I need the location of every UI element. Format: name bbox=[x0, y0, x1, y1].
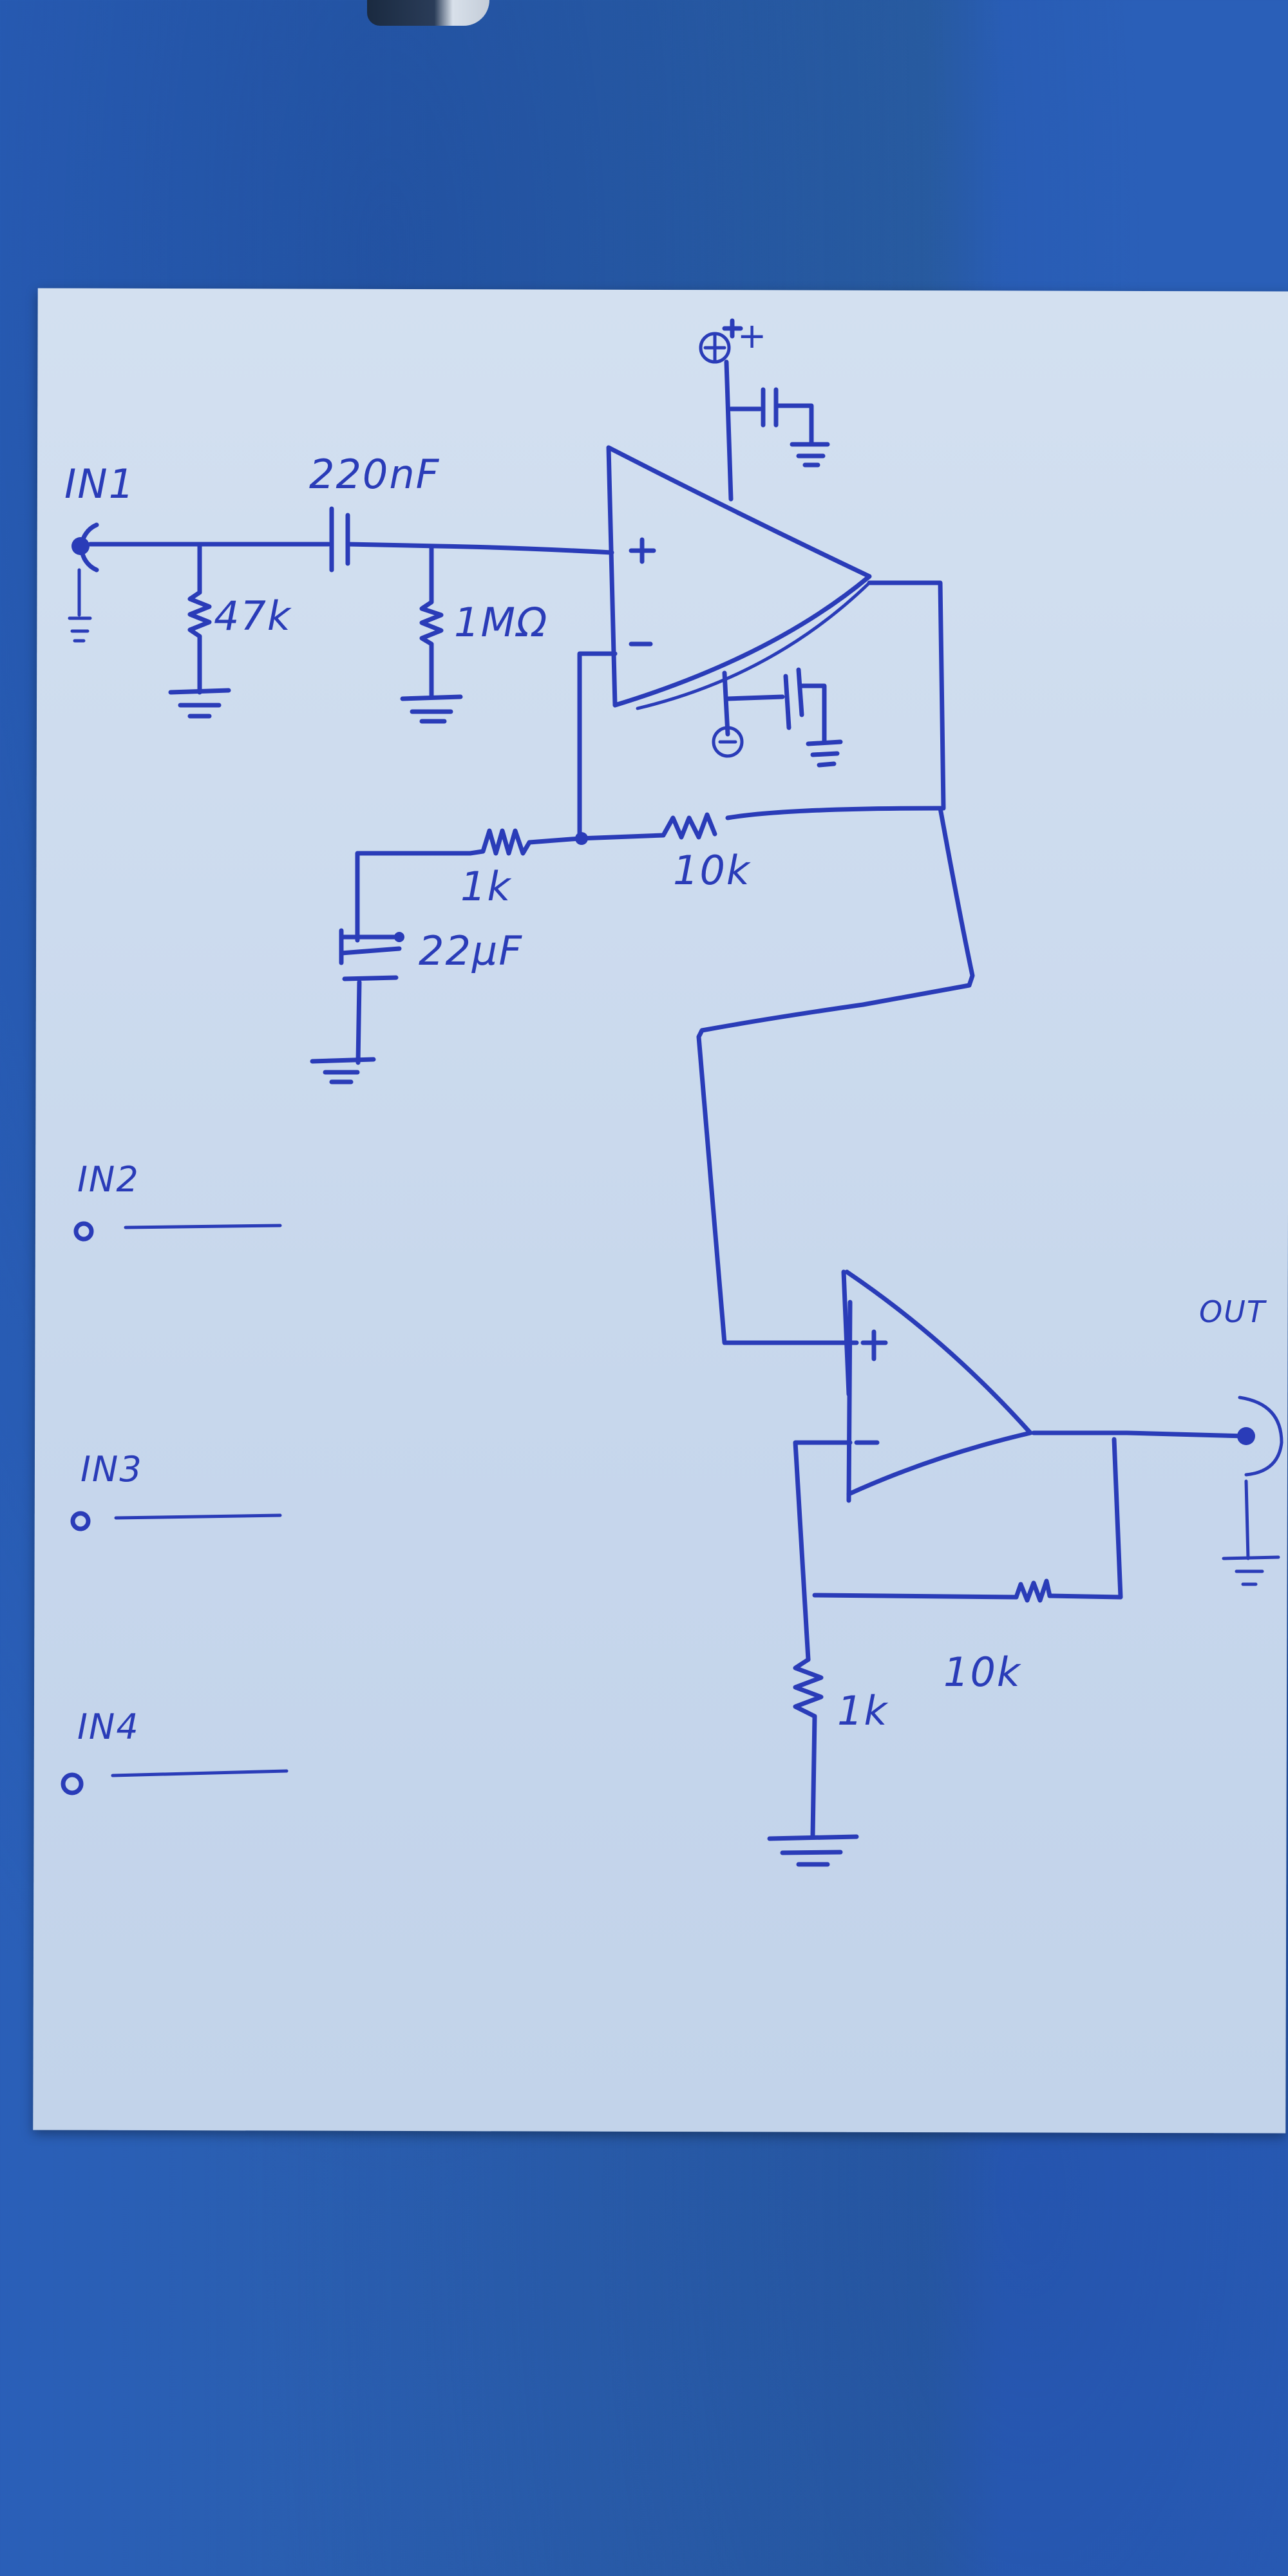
label-1k-stage1: 1k bbox=[460, 863, 512, 910]
label-out: OUT bbox=[1199, 1294, 1266, 1329]
output-wire bbox=[1031, 1430, 1249, 1439]
label-10k-stage1: 10k bbox=[673, 847, 751, 894]
resistor-1k-stage2 bbox=[767, 1657, 859, 1867]
label-1k-stage2: 1k bbox=[837, 1687, 889, 1734]
label-220nf: 220nF bbox=[309, 451, 440, 498]
binder-clip bbox=[367, 0, 489, 26]
supply-positive bbox=[699, 318, 830, 502]
label-10k-stage2: 10k bbox=[943, 1649, 1021, 1696]
in3-terminal bbox=[70, 1511, 282, 1531]
label-in2: IN2 bbox=[77, 1159, 140, 1200]
in1-jack-icon bbox=[68, 522, 99, 643]
opamp-2 bbox=[841, 1269, 1033, 1503]
opamp1-output-wire bbox=[867, 580, 946, 811]
in4-terminal bbox=[61, 1769, 289, 1795]
label-22uf: 22µF bbox=[419, 927, 524, 974]
interstage-wire bbox=[696, 806, 975, 1345]
resistor-47k bbox=[168, 542, 231, 719]
out-jack-icon bbox=[1222, 1396, 1283, 1586]
label-in4: IN4 bbox=[77, 1707, 140, 1747]
label-1m: 1MΩ bbox=[454, 599, 549, 646]
label-in1: IN1 bbox=[64, 460, 136, 507]
capacitor-220nf bbox=[329, 506, 614, 573]
opamp-1 bbox=[606, 445, 872, 710]
resistor-10k-stage1 bbox=[577, 806, 943, 841]
label-supply: + bbox=[737, 316, 768, 356]
supply-negative bbox=[712, 667, 843, 768]
resistor-1k-stage1 bbox=[355, 828, 582, 943]
label-47k: 47k bbox=[214, 592, 292, 639]
capacitor-22uf bbox=[310, 928, 404, 1084]
resistor-1m bbox=[400, 544, 463, 724]
resistor-10k-stage2 bbox=[793, 1437, 1123, 1662]
label-in3: IN3 bbox=[80, 1449, 143, 1490]
in2-terminal bbox=[73, 1221, 282, 1242]
